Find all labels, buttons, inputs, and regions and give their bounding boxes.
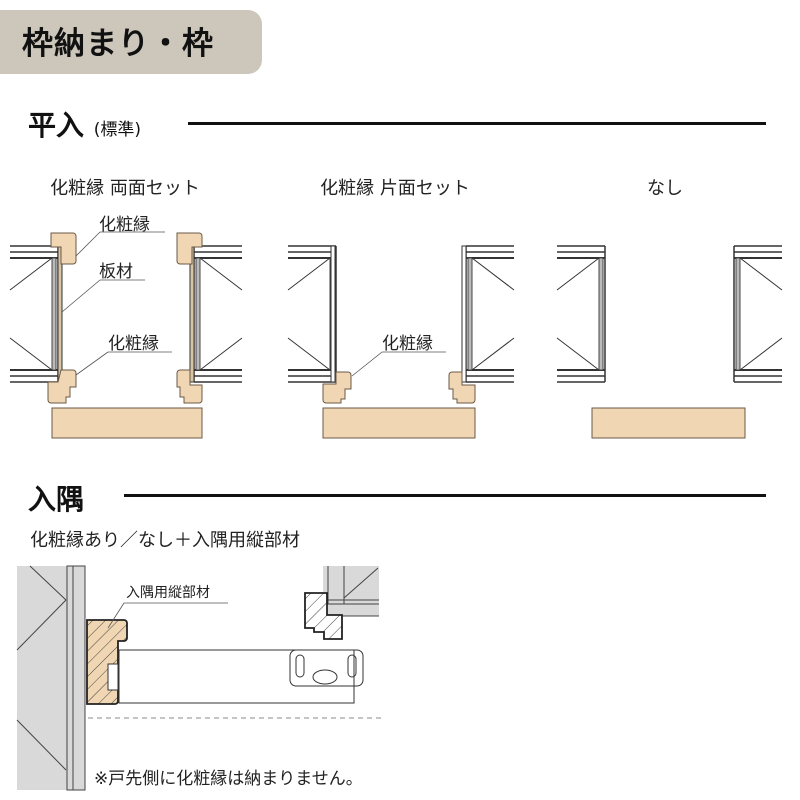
section-heading-corner: 入隅 [28,483,85,516]
section-rule-flat [188,122,766,125]
column-label-both: 化粧縁 両面セット [50,178,200,199]
callout-corner-member: 入隅用縦部材 [126,585,210,601]
footnote: ※戸先側に化粧縁は納まりません。 [94,769,363,789]
column-label-one: 化粧縁 片面セット [320,178,470,199]
page-title: 枠納まり・枠 [22,26,214,62]
section-heading-flat-label: 平入 [28,109,85,142]
column-label-none: なし [647,178,683,199]
section-heading-flat: 平入 (標準) [28,104,141,144]
section-rule-corner [124,494,766,497]
corner-caption: 化粧縁あり／なし＋入隅用縦部材 [30,530,300,551]
callout-board: 板材 [99,262,133,282]
diagram-none [556,245,783,439]
section-heading-flat-sub: (標準) [93,120,142,140]
callout-trim-top: 化粧縁 [99,215,150,235]
callout-trim-bottom: 化粧縁 [108,334,159,354]
title-badge [0,10,262,74]
callout-trim-one: 化粧縁 [382,334,433,354]
